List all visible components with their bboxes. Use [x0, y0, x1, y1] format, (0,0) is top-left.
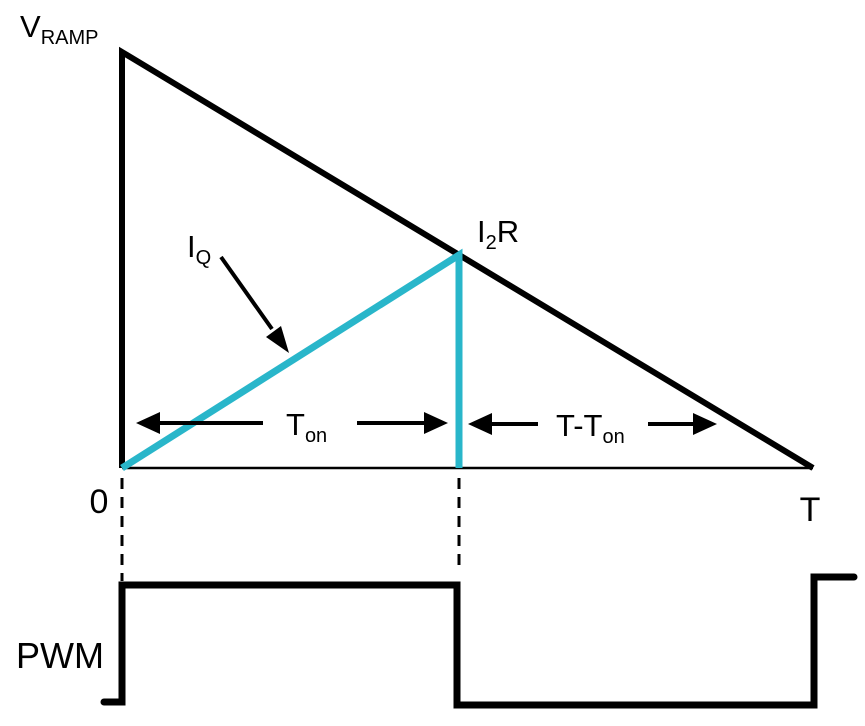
ton-label-subscript: on: [305, 425, 327, 447]
iq-callout-arrow: [219, 255, 289, 353]
vramp-label-main: V: [20, 9, 41, 44]
ton-label-main: T: [286, 407, 305, 442]
iq-arrowhead: [266, 326, 289, 353]
origin-tick-label: 0: [90, 483, 109, 521]
period-tick-label: T: [800, 491, 821, 529]
i2r-label-main: I: [477, 214, 486, 249]
pwm-trace-label: PWM: [16, 635, 104, 676]
i2r-label-subscript: 2: [486, 232, 497, 254]
pwm-square-waveform: [100, 573, 858, 709]
iq-current-ramp-waveform: [120, 248, 463, 471]
t-minus-ton-right-arrowhead: [693, 413, 717, 435]
i2r-label-tail: R: [497, 214, 519, 249]
ton-left-arrowhead: [136, 412, 160, 434]
vramp-axis-label: VRAMP: [20, 9, 98, 49]
ton-span-arrows: [136, 412, 448, 434]
iq-arrow-shaft: [219, 255, 274, 331]
i2r-peak-label: I2R: [477, 214, 519, 254]
vramp-sawtooth-waveform: [119, 46, 815, 471]
vramp-label-subscript: RAMP: [41, 27, 99, 49]
ton-label: Ton: [286, 407, 327, 447]
t-minus-ton-left-arrowhead: [468, 413, 492, 435]
iq-label: IQ: [187, 229, 211, 269]
t-minus-ton-label-subscript: on: [603, 426, 625, 448]
t-minus-ton-label-main: T-T: [556, 408, 603, 443]
iq-label-main: I: [187, 229, 196, 264]
ton-right-arrowhead: [424, 412, 448, 434]
t-minus-ton-label: T-Ton: [556, 408, 625, 448]
iq-label-subscript: Q: [196, 247, 212, 269]
t-minus-ton-span-arrows: [468, 413, 717, 435]
